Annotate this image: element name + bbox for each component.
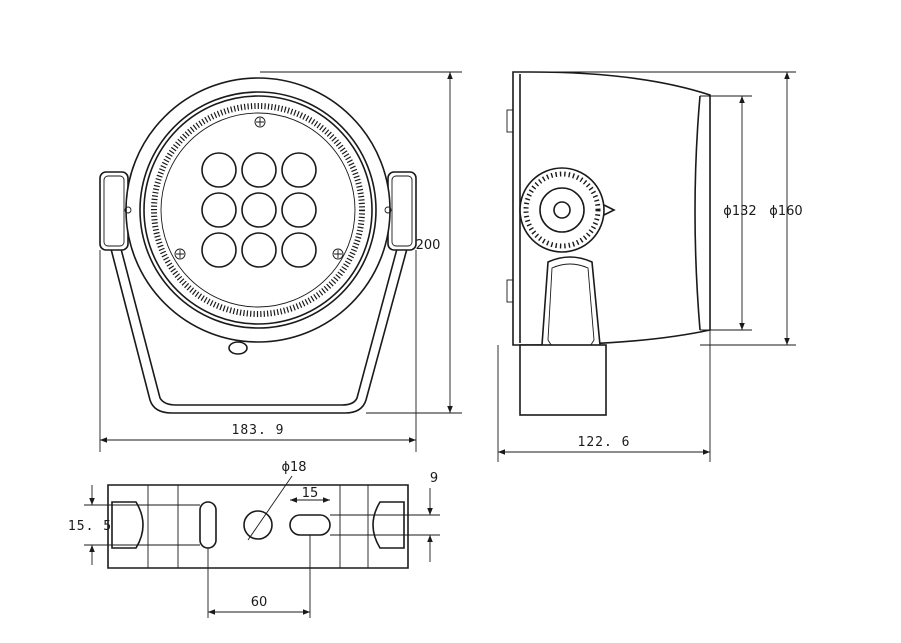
- side-depth-dimension: 122. 6: [578, 435, 631, 450]
- outer-diameter-dimension: ϕ160: [769, 204, 802, 219]
- right-slot: [289, 514, 331, 536]
- front-height-dimension: 200: [416, 238, 441, 253]
- front-bracket: [109, 244, 409, 414]
- bottom-view: ϕ18 15 9 15. 5 60: [68, 460, 440, 618]
- screw-icon: [174, 116, 344, 260]
- side-base: [519, 344, 607, 416]
- led-array: [201, 152, 317, 268]
- tilt-dial: [519, 167, 605, 253]
- inner-diameter-dimension: ϕ132: [723, 204, 756, 219]
- hole-diameter-dimension: ϕ18: [281, 460, 306, 475]
- front-view: 183. 9 200: [99, 71, 462, 452]
- slot-length-dimension: 15: [302, 486, 319, 501]
- hole-spacing-dimension: 60: [251, 595, 268, 610]
- front-width-dimension: 183. 9: [232, 423, 285, 438]
- left-slot: [199, 501, 217, 549]
- side-view: 122. 6 ϕ132 ϕ160: [497, 71, 803, 462]
- outer-housing: [125, 77, 391, 343]
- mount-height-dimension: 15. 5: [68, 519, 112, 534]
- lens-ring: [151, 103, 365, 317]
- slot-width-dimension: 9: [430, 471, 438, 486]
